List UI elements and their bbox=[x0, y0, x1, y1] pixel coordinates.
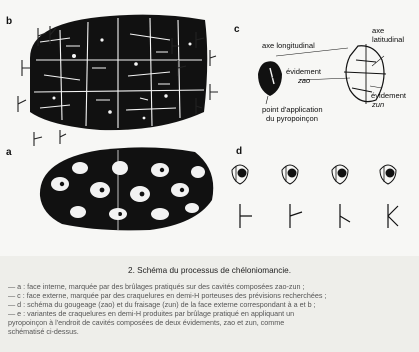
panel-letter-c: c bbox=[234, 24, 240, 35]
panel-c-diagram bbox=[258, 44, 386, 104]
figure-panel: b c a d bbox=[0, 0, 419, 256]
variant-1 bbox=[232, 165, 252, 228]
caption-line-e-cont-2: schématisé ci-dessus. bbox=[8, 327, 418, 336]
label-axe-latitudinal-line1: axe bbox=[372, 26, 384, 35]
label-evidement-zun-line1: évidement bbox=[371, 91, 407, 100]
label-axe-longitudinal: axe longitudinal bbox=[262, 41, 315, 50]
panel-letter-d: d bbox=[236, 146, 242, 157]
variant-2 bbox=[282, 165, 302, 228]
label-evidement-zao-line2: zao bbox=[297, 76, 310, 85]
caption-area: 2. Schéma du processus de chéloniomancie… bbox=[0, 256, 419, 352]
variant-4 bbox=[380, 165, 398, 228]
panel-letter-a: a bbox=[6, 147, 12, 158]
plastron-a-internal bbox=[40, 147, 213, 230]
variant-3 bbox=[332, 165, 350, 228]
caption-line-d: — d : schéma du gougeage (zao) et du fra… bbox=[8, 300, 418, 309]
plastron-b-external bbox=[30, 15, 207, 131]
label-evidement-zun-line2: zun bbox=[371, 100, 384, 109]
caption-line-e-cont-1: pyropoinçon à l'endroit de cavités compo… bbox=[8, 318, 418, 327]
panel-d-variants bbox=[232, 165, 398, 228]
caption-line-c: — c : face externe, marquée par des craq… bbox=[8, 291, 418, 300]
caption-title: 2. Schéma du processus de chéloniomancie… bbox=[0, 266, 419, 275]
caption-line-a: — a : face interne, marquée par des brûl… bbox=[8, 282, 418, 291]
label-point-application: point d'application bbox=[262, 105, 323, 114]
label-pyropoincon: du pyropoinçon bbox=[266, 114, 318, 123]
label-axe-latitudinal-line2: latitudinal bbox=[372, 35, 404, 44]
caption-line-e: — e : variantes de craquelures en demi-H… bbox=[8, 309, 418, 318]
label-evidement-zao-line1: évidement bbox=[286, 67, 322, 76]
panel-letter-b: b bbox=[6, 16, 12, 27]
figure-illustration: b c a d bbox=[0, 0, 419, 256]
